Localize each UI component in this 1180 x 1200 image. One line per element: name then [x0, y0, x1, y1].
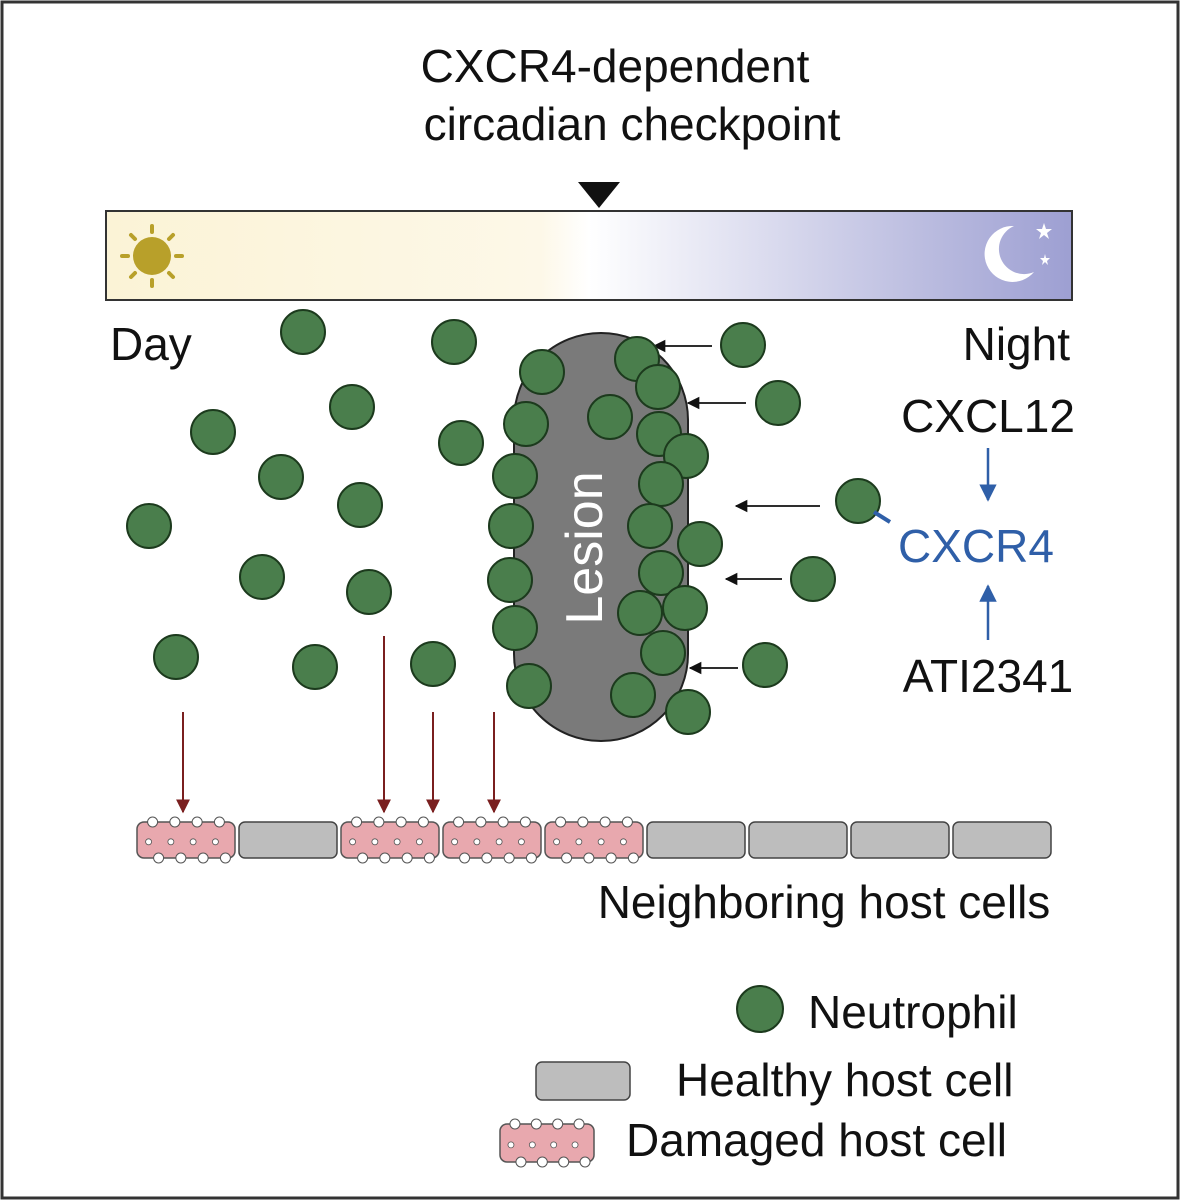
lesion-label: Lesion [556, 471, 614, 624]
neutrophil [410, 641, 456, 687]
neutrophil [190, 409, 236, 455]
neutrophil [239, 554, 285, 600]
host-cell-row [136, 816, 1052, 864]
title-line-1: CXCR4-dependent [421, 40, 810, 92]
day-night-bar [105, 210, 1073, 301]
neutrophil [610, 672, 656, 718]
healthy-host-cell [238, 821, 338, 859]
damage-arrows [176, 636, 501, 814]
neutrophil [492, 605, 538, 651]
neutrophil [153, 634, 199, 680]
healthy-host-cell [850, 821, 950, 859]
healthy-host-cell [748, 821, 848, 859]
neutrophil [346, 569, 392, 615]
neutrophil [635, 364, 681, 410]
neutrophil-group [126, 309, 881, 735]
neutrophil [835, 478, 881, 524]
neutrophil [640, 630, 686, 676]
neutrophil [329, 384, 375, 430]
receptor-link [872, 510, 892, 524]
legend-healthy-label: Healthy host cell [676, 1054, 1014, 1106]
legend-damaged-swatch [499, 1118, 595, 1168]
neutrophil [258, 454, 304, 500]
damaged-host-cell [442, 816, 542, 864]
receptor-label: CXCR4 [898, 520, 1054, 572]
neutrophil [438, 420, 484, 466]
neutrophil [638, 550, 684, 596]
ligand-label: CXCL12 [901, 390, 1075, 442]
neutrophil [488, 503, 534, 549]
healthy-host-cell [646, 821, 746, 859]
neutrophil [492, 453, 538, 499]
neutrophil [126, 503, 172, 549]
title-line-2: circadian checkpoint [424, 98, 841, 150]
day-label: Day [110, 318, 192, 370]
night-label: Night [963, 318, 1071, 370]
neutrophil [755, 380, 801, 426]
legend-damaged-label: Damaged host cell [626, 1114, 1007, 1166]
legend-neutrophil-label: Neutrophil [808, 986, 1018, 1038]
neutrophil [519, 349, 565, 395]
legend-neutrophil-swatch [736, 985, 784, 1033]
neutrophil [587, 394, 633, 440]
neutrophil [506, 663, 552, 709]
neutrophil [790, 556, 836, 602]
neutrophil [487, 557, 533, 603]
damaged-host-cell [136, 816, 236, 864]
damaged-cell-swatch [499, 1118, 595, 1168]
host-cells-label: Neighboring host cells [598, 876, 1051, 928]
migration-arrows [652, 339, 820, 675]
legend: Neutrophil Healthy host cell Damaged hos… [499, 985, 1018, 1168]
neutrophil [665, 689, 711, 735]
legend-healthy-swatch [535, 1061, 631, 1101]
neutrophil [280, 309, 326, 355]
damaged-host-cell [340, 816, 440, 864]
neutrophil [627, 503, 673, 549]
neutrophil [503, 401, 549, 447]
sun-icon [120, 224, 184, 288]
neutrophil [662, 585, 708, 631]
agonist-label: ATI2341 [903, 650, 1073, 702]
healthy-host-cell [952, 821, 1052, 859]
neutrophil [617, 590, 663, 636]
damaged-host-cell [544, 816, 644, 864]
neutrophil [292, 644, 338, 690]
neutrophil [337, 482, 383, 528]
neutrophil [720, 322, 766, 368]
neutrophil [431, 319, 477, 365]
neutrophil [742, 642, 788, 688]
neutrophil [677, 521, 723, 567]
neutrophil [638, 461, 684, 507]
checkpoint-marker [578, 182, 620, 208]
moon-stars-icon [984, 223, 1052, 282]
